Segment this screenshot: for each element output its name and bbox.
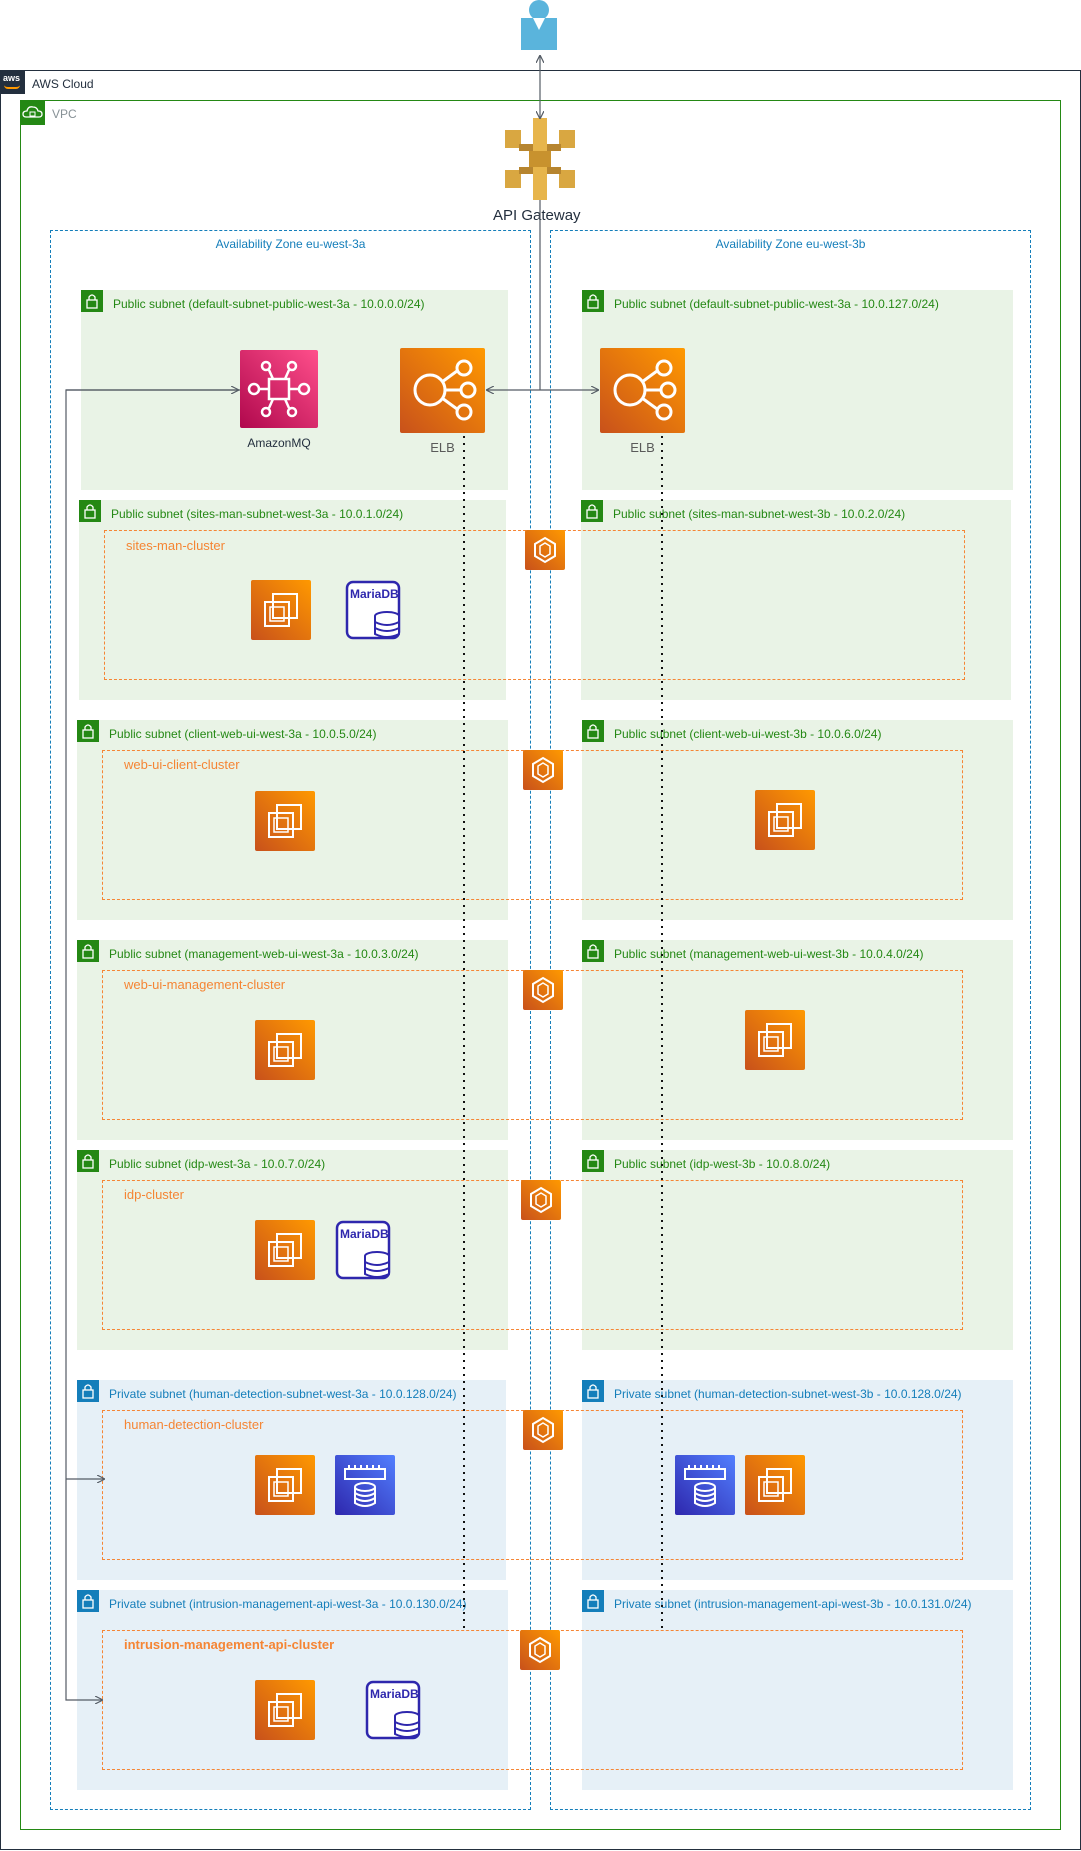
cluster-label: intrusion-management-api-cluster xyxy=(124,1637,335,1652)
cluster-label: sites-man-cluster xyxy=(126,538,225,553)
database-cache-icon xyxy=(675,1455,735,1515)
mariadb-label: MariaDB xyxy=(370,1687,419,1701)
subnet-label: Public subnet (management-web-ui-west-3b… xyxy=(614,947,924,961)
cluster-label: idp-cluster xyxy=(124,1187,184,1202)
lock-icon xyxy=(582,1380,604,1402)
cluster-label: human-detection-cluster xyxy=(124,1417,264,1432)
subnet-label: Public subnet (management-web-ui-west-3a… xyxy=(109,947,419,961)
mariadb-icon: MariaDB xyxy=(365,1680,425,1740)
subnet-label: Public subnet (idp-west-3b - 10.0.8.0/24… xyxy=(614,1157,831,1171)
vpc-cloud-icon xyxy=(20,100,45,125)
zone-b-label: Availability Zone eu-west-3b xyxy=(715,237,866,251)
ec2-instance-icon xyxy=(745,1455,805,1515)
ec2-instance-icon xyxy=(745,1010,805,1070)
subnet-label: Public subnet (sites-man-subnet-west-3a … xyxy=(111,507,404,521)
subnet-label: Private subnet (human-detection-subnet-w… xyxy=(109,1387,457,1401)
ecs-icon xyxy=(521,1180,561,1220)
api-gateway-label: API Gateway xyxy=(493,207,581,224)
subnet-label: Public subnet (sites-man-subnet-west-3b … xyxy=(613,507,906,521)
subnet-intrusion-api-b xyxy=(582,1590,1013,1790)
lock-icon xyxy=(582,1590,604,1612)
subnet-label: Public subnet (client-web-ui-west-3b - 1… xyxy=(614,727,882,741)
zone-a-label: Availability Zone eu-west-3a xyxy=(215,237,366,251)
ec2-instance-icon xyxy=(255,1680,315,1740)
aws-cloud-label: AWS Cloud xyxy=(32,77,94,91)
ec2-instance-icon xyxy=(255,1020,315,1080)
database-cache-icon xyxy=(335,1455,395,1515)
lock-icon xyxy=(581,500,603,522)
lock-icon xyxy=(77,720,99,742)
mariadb-icon: MariaDB xyxy=(345,580,405,640)
cluster-label: web-ui-client-cluster xyxy=(124,757,240,772)
subnet-label: Public subnet (client-web-ui-west-3a - 1… xyxy=(109,727,377,741)
subnet-sites-man-b xyxy=(581,500,1011,700)
availability-zone-a xyxy=(50,230,531,1810)
ec2-instance-icon xyxy=(255,1455,315,1515)
mariadb-icon: MariaDB xyxy=(335,1220,395,1280)
subnet-idp-b xyxy=(582,1150,1013,1350)
elb-label-right: ELB xyxy=(630,440,655,455)
lock-icon xyxy=(77,1380,99,1402)
elb-icon-right xyxy=(600,348,685,433)
ecs-icon xyxy=(523,1410,563,1450)
ecs-icon xyxy=(523,970,563,1010)
subnet-label: Public subnet (idp-west-3a - 10.0.7.0/24… xyxy=(109,1157,326,1171)
elb-icon-left xyxy=(400,348,485,433)
aws-logo-icon: aws xyxy=(0,70,25,94)
lock-icon xyxy=(81,290,103,312)
lock-icon xyxy=(582,940,604,962)
subnet-label: Private subnet (intrusion-management-api… xyxy=(109,1597,467,1611)
ecs-icon xyxy=(520,1630,560,1670)
ec2-instance-icon xyxy=(255,791,315,851)
lock-icon xyxy=(77,1150,99,1172)
elb-label-left: ELB xyxy=(430,440,455,455)
amazonmq-icon xyxy=(240,350,318,428)
subnet-label: Private subnet (human-detection-subnet-w… xyxy=(614,1387,962,1401)
ec2-instance-icon xyxy=(755,790,815,850)
subnet-label: Public subnet (default-subnet-public-wes… xyxy=(614,297,939,311)
ecs-icon xyxy=(523,750,563,790)
lock-icon xyxy=(582,720,604,742)
ec2-instance-icon xyxy=(251,580,311,640)
lock-icon xyxy=(77,940,99,962)
amazonmq-label: AmazonMQ xyxy=(247,436,311,450)
lock-icon xyxy=(582,1150,604,1172)
lock-icon xyxy=(582,290,604,312)
subnet-label: Public subnet (default-subnet-public-wes… xyxy=(113,297,425,311)
api-gateway-icon xyxy=(505,118,575,200)
mariadb-label: MariaDB xyxy=(340,1227,389,1241)
cluster-label: web-ui-management-cluster xyxy=(124,977,286,992)
lock-icon xyxy=(77,1590,99,1612)
user-icon xyxy=(520,0,558,50)
mariadb-label: MariaDB xyxy=(350,587,399,601)
vpc-label: VPC xyxy=(52,107,77,121)
ecs-icon xyxy=(525,530,565,570)
subnet-label: Private subnet (intrusion-management-api… xyxy=(614,1597,972,1611)
ec2-instance-icon xyxy=(255,1220,315,1280)
lock-icon xyxy=(79,500,101,522)
availability-zone-b xyxy=(550,230,1031,1810)
